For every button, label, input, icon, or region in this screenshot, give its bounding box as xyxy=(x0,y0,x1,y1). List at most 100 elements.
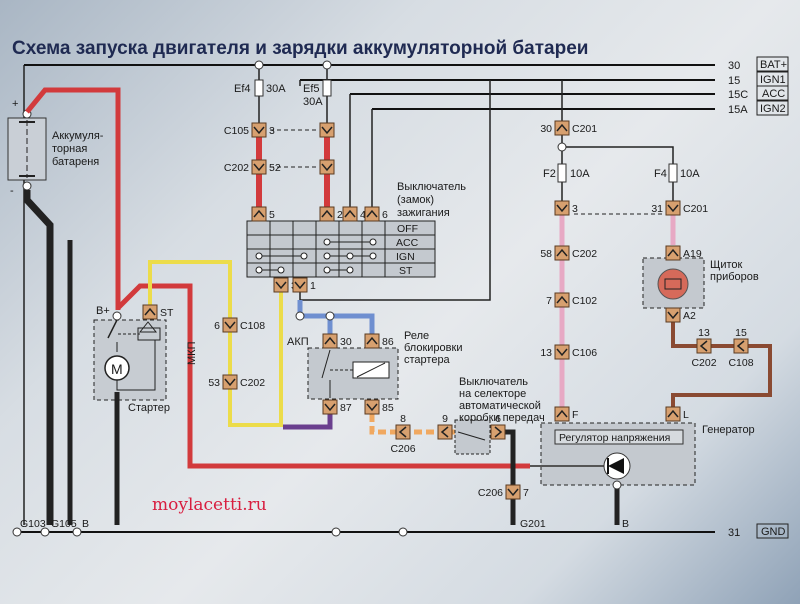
connector-body xyxy=(554,344,570,360)
connector-body xyxy=(554,200,570,216)
bus-labels: 30 BAT+ 15 IGN1 15C ACC 15A IGN2 31 GND xyxy=(728,56,789,539)
battery-plus-sign: + xyxy=(12,98,18,110)
ign1-return-wire xyxy=(299,80,491,301)
connector-pin-icon xyxy=(667,409,679,418)
connector-pin-icon xyxy=(144,307,156,316)
connector-body xyxy=(319,206,335,222)
starter: B+ M Стартер xyxy=(93,305,170,414)
battery-minus-terminal xyxy=(22,181,32,191)
selector-label: автоматической xyxy=(459,400,541,412)
connector-pin-icon xyxy=(556,348,568,357)
ground-label: B xyxy=(82,518,89,530)
connector-name: C202 xyxy=(691,357,716,369)
ground-node xyxy=(12,527,22,537)
connector-pin-icon xyxy=(556,123,568,132)
connector-pin-label: 7 xyxy=(523,487,529,499)
ground-label: G103 xyxy=(20,518,46,530)
connector-pin-icon xyxy=(507,488,519,497)
connector-body xyxy=(665,307,681,323)
starter-box xyxy=(93,319,167,401)
relay-contact xyxy=(321,349,331,379)
connector-pin-label: A19 xyxy=(683,248,702,260)
starter-label: Стартер xyxy=(128,402,170,414)
connector-body xyxy=(554,245,570,261)
battery-label: батареня xyxy=(52,156,99,168)
connector-relay-85: 85 xyxy=(364,399,394,415)
selector-label: коробки передач xyxy=(459,412,545,424)
relay-85-wire xyxy=(369,414,455,435)
ground-label: B xyxy=(622,518,629,530)
position-off: OFF xyxy=(397,223,418,235)
connector-pin-icon xyxy=(366,336,378,345)
connector-pin-label: 9 xyxy=(442,413,448,425)
connector-pin-label: 52 xyxy=(269,162,281,174)
connector-pin-icon xyxy=(321,126,333,135)
connector-pin-icon xyxy=(736,340,745,352)
bus-lines xyxy=(18,64,715,533)
connector-f2-3: 3 xyxy=(554,200,578,216)
connector-body xyxy=(142,304,158,320)
connector-body xyxy=(251,206,267,222)
connector-pin-label: 13 xyxy=(540,347,552,359)
connector-pin-icon xyxy=(699,340,708,352)
connector-pin-label: 2 xyxy=(337,209,343,221)
connector-pin-icon xyxy=(667,204,679,213)
connector-body xyxy=(554,292,570,308)
bus-tag: ACC xyxy=(762,88,785,100)
connector-pin-icon xyxy=(344,209,356,218)
connector-pin-icon xyxy=(366,403,378,412)
connector-body xyxy=(273,277,289,293)
connector-body xyxy=(319,159,335,175)
connector-pin-label: 6 xyxy=(495,413,501,425)
fuse-ef4-icon xyxy=(254,79,264,97)
connector-pin-icon xyxy=(321,163,333,172)
selector-switch: Выключатель на селекторе автоматической … xyxy=(454,376,545,455)
connector-body xyxy=(364,206,380,222)
position-acc: ACC xyxy=(396,237,419,249)
connector-a2: A2 xyxy=(665,307,696,323)
connector-pin-label: 1 xyxy=(310,280,316,292)
selector-ground-wire xyxy=(505,429,516,525)
solenoid-icon xyxy=(138,321,158,333)
connector-pin-icon xyxy=(253,126,265,135)
connector-pin-label: 5 xyxy=(269,209,275,221)
connector-body xyxy=(665,200,681,216)
connector-pin-label: 31 xyxy=(651,203,663,215)
watermark: moylacetti.ru xyxy=(152,495,267,515)
starter-contact xyxy=(107,319,118,339)
connector-pin-icon xyxy=(556,295,568,304)
connector-pin-label: A2 xyxy=(683,310,696,322)
connector-body xyxy=(319,122,335,138)
ground-label: G201 xyxy=(520,518,546,530)
solenoid-body xyxy=(137,327,161,341)
fuse-f4-icon xyxy=(668,163,678,183)
battery-label: торная xyxy=(52,143,87,155)
splice-node xyxy=(557,142,567,152)
connector-pin-label: 30 xyxy=(540,123,552,135)
lamp-wire xyxy=(671,322,772,412)
regulator-box xyxy=(554,429,684,445)
connector-pin-label: 86 xyxy=(382,336,394,348)
connector-pin-label: 3 xyxy=(572,203,578,215)
ground-node xyxy=(40,527,50,537)
connector-c202-59 xyxy=(319,159,335,175)
connector-pin-label: 8 xyxy=(400,413,406,425)
connector-pin-icon xyxy=(667,311,679,320)
relay-label: блокировки xyxy=(404,342,462,354)
connector-st: ST xyxy=(142,304,174,320)
starter-bplus-terminal xyxy=(112,311,122,321)
connector-pin-label: L xyxy=(683,409,689,421)
connector-pin-label: 15 xyxy=(735,327,747,339)
connector-pin-label: 53 xyxy=(208,377,220,389)
connector-pin-label: 7 xyxy=(546,295,552,307)
connector-a19: A19 xyxy=(665,245,702,261)
ground-label: G105 xyxy=(51,518,77,530)
